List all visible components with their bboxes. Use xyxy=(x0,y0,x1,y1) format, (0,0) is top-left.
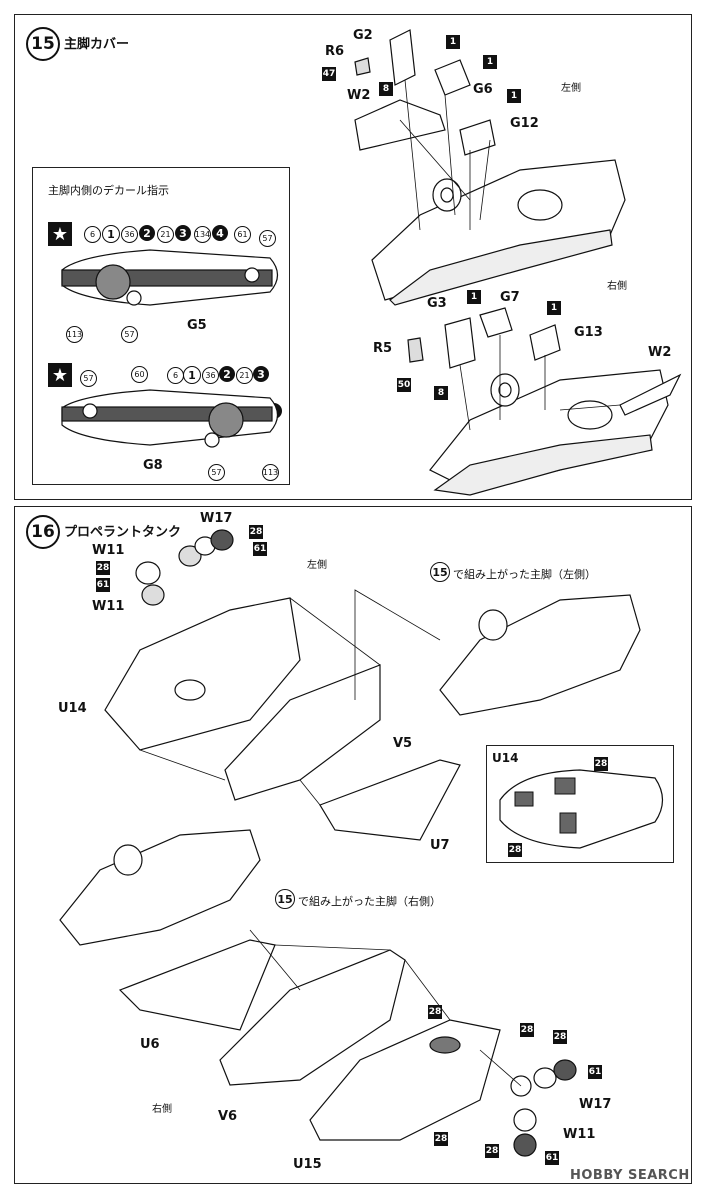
part-number-badge: 61 xyxy=(96,578,110,592)
star-marking-icon: ★ xyxy=(48,222,72,246)
part-label-w11-a: W11 xyxy=(92,543,125,558)
step-ref-icon: 15 xyxy=(275,889,295,909)
part-label-g3: G3 xyxy=(427,296,447,311)
star-marking-icon: ★ xyxy=(48,363,72,387)
decal-number: 2 xyxy=(139,225,155,241)
part-number-badge: 61 xyxy=(253,542,267,556)
part-number-badge: 1 xyxy=(446,35,460,49)
decal-number: 134 xyxy=(194,226,211,243)
decal-number: 113 xyxy=(262,464,279,481)
part-number-badge: 1 xyxy=(483,55,497,69)
decal-number: 6 xyxy=(84,226,101,243)
decal-number: 57 xyxy=(259,230,276,247)
decal-number: 57 xyxy=(121,326,138,343)
step-15-drawing xyxy=(354,29,682,496)
decal-number: 4 xyxy=(212,225,228,241)
part-label-g2: G2 xyxy=(353,28,373,43)
part-label-v6: V6 xyxy=(218,1109,238,1124)
step-16-title: プロペラントタンク xyxy=(64,525,182,540)
part-label-g6: G6 xyxy=(473,82,493,97)
part-label-u15: U15 xyxy=(293,1157,322,1172)
decal-number: 21 xyxy=(157,226,174,243)
reference-left-caption: で組み上がった主脚（左側） xyxy=(453,568,596,581)
part-number-badge: 50 xyxy=(397,378,411,392)
part-number-badge: 28 xyxy=(96,561,110,575)
decal-number: 3 xyxy=(175,225,191,241)
part-number-badge: 61 xyxy=(588,1065,602,1079)
u14-inset-title: U14 xyxy=(492,751,519,765)
decal-number: 1 xyxy=(183,366,201,384)
part-label-g12: G12 xyxy=(510,116,539,131)
part-label-g7: G7 xyxy=(500,290,520,305)
part-number-badge: 28 xyxy=(508,843,522,857)
step-15-number: 15 xyxy=(26,27,60,61)
part-label-u7: U7 xyxy=(430,838,450,853)
step-ref-icon: 15 xyxy=(430,562,450,582)
part-label-w2-lower: W2 xyxy=(648,345,672,360)
part-number-badge: 1 xyxy=(507,89,521,103)
part-label-w17-top: W17 xyxy=(200,511,233,526)
step-16-number: 16 xyxy=(26,515,60,549)
side-label-right: 右側 xyxy=(152,1104,172,1115)
reference-right-caption: で組み上がった主脚（右側） xyxy=(298,895,441,908)
part-number-badge: 28 xyxy=(520,1023,534,1037)
part-number-badge: 8 xyxy=(434,386,448,400)
part-label-w11-bottom: W11 xyxy=(563,1127,596,1142)
decal-number: 3 xyxy=(253,366,269,382)
watermark: HOBBY SEARCH xyxy=(570,1168,690,1183)
part-label-r6: R6 xyxy=(325,44,345,59)
part-number-badge: 28 xyxy=(485,1144,499,1158)
part-number-badge: 47 xyxy=(322,67,336,81)
side-label-left: 左側 xyxy=(561,83,581,94)
part-label-u14: U14 xyxy=(58,701,87,716)
decal-number: 21 xyxy=(236,367,253,384)
inset-title: 主脚内側のデカール指示 xyxy=(48,184,169,197)
part-number-badge: 28 xyxy=(434,1132,448,1146)
part-number-badge: 1 xyxy=(467,290,481,304)
decal-number: 60 xyxy=(131,366,148,383)
part-number-badge: 61 xyxy=(545,1151,559,1165)
part-number-badge: 28 xyxy=(428,1005,442,1019)
gear-cover-drawings xyxy=(61,249,279,448)
part-label-w11-b: W11 xyxy=(92,599,125,614)
decal-number: 2 xyxy=(219,366,235,382)
part-label-v5: V5 xyxy=(393,736,413,751)
part-label-g5: G5 xyxy=(187,318,207,333)
part-number-badge: 8 xyxy=(379,82,393,96)
decal-number: 36 xyxy=(202,367,219,384)
decal-number: 57 xyxy=(208,464,225,481)
side-label-left: 左側 xyxy=(307,560,327,571)
decal-number: 113 xyxy=(66,326,83,343)
part-number-badge: 28 xyxy=(553,1030,567,1044)
part-label-w2-upper: W2 xyxy=(347,88,371,103)
part-label-u6: U6 xyxy=(140,1037,160,1052)
part-number-badge: 28 xyxy=(594,757,608,771)
step-15-title: 主脚カバー xyxy=(64,37,130,52)
decal-number: 61 xyxy=(234,226,251,243)
part-number-badge: 28 xyxy=(249,525,263,539)
decal-number: 57 xyxy=(80,370,97,387)
part-label-w17-bottom: W17 xyxy=(579,1097,612,1112)
part-label-g8: G8 xyxy=(143,458,163,473)
part-label-g13: G13 xyxy=(574,325,603,340)
decal-number: 36 xyxy=(121,226,138,243)
decal-number: 1 xyxy=(102,225,120,243)
part-label-r5: R5 xyxy=(373,341,393,356)
side-label-right: 右側 xyxy=(607,281,627,292)
part-number-badge: 1 xyxy=(547,301,561,315)
